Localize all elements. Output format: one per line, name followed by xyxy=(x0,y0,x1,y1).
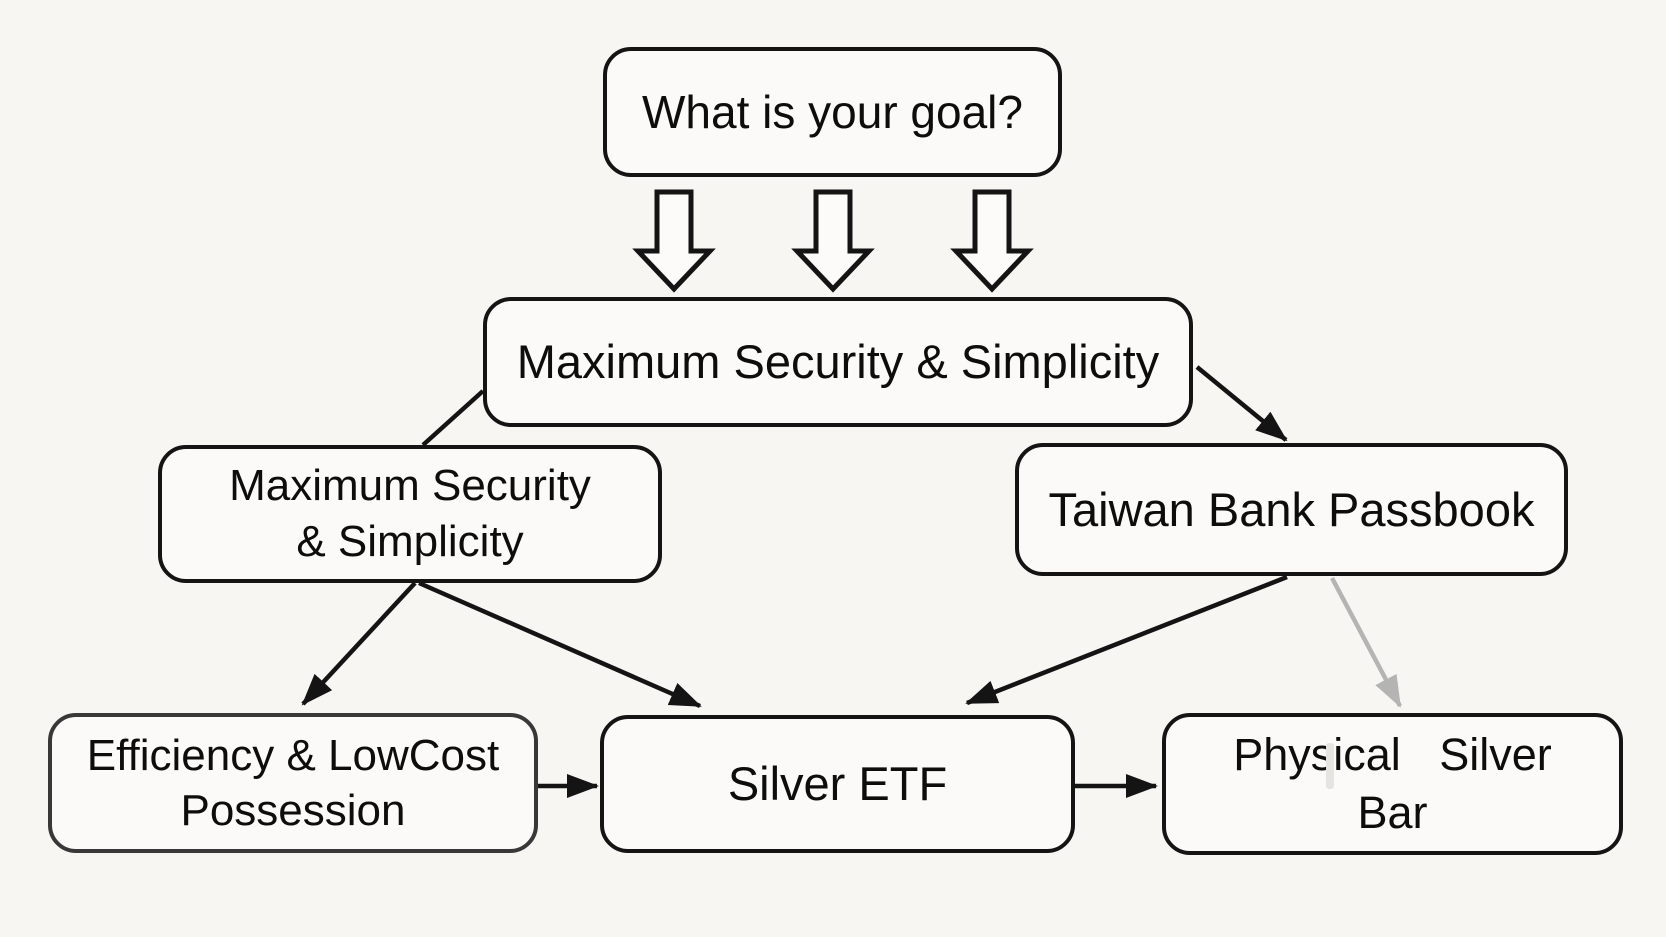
node-label-line1: Efficiency & LowCost xyxy=(86,730,500,780)
node-label: What is your goal? xyxy=(642,85,1023,138)
edge-main-to-left xyxy=(421,389,485,447)
node-label: Taiwan Bank Passbook xyxy=(1048,482,1535,536)
node-efficiency-lowcost-possession: Efficiency & LowCost Possession xyxy=(48,713,538,853)
node-label: Silver ETF xyxy=(727,757,948,811)
node-label: Maximum Security & Simplicity xyxy=(516,335,1160,389)
node-label-line2: & Simplicity xyxy=(296,517,524,566)
block-arrow-down-icon xyxy=(632,189,716,293)
goal-flow-block-arrows xyxy=(632,189,1034,293)
node-label-line2: Possession xyxy=(180,786,406,835)
edge-taiwan-to-silveretf xyxy=(965,574,1288,706)
edge-main-to-taiwan xyxy=(1195,365,1288,442)
node-maximum-security-simplicity-left: Maximum Security & Simplicity xyxy=(158,445,662,583)
node-maximum-security-simplicity-main: Maximum Security & Simplicity xyxy=(483,297,1193,427)
edge-left-to-silveretf xyxy=(418,580,702,709)
edge-left-to-efficiency xyxy=(301,581,417,706)
node-taiwan-bank-passbook: Taiwan Bank Passbook xyxy=(1015,443,1568,576)
node-physical-silver-bar: Physical Silver Bar xyxy=(1162,713,1623,855)
block-arrow-down-icon xyxy=(950,189,1034,293)
ghost-artifact xyxy=(1326,743,1334,789)
node-label-line1: Physical Silver xyxy=(1233,728,1552,780)
edge-taiwan-to-physical-faded xyxy=(1330,576,1402,708)
block-arrow-down-icon xyxy=(791,189,875,293)
node-label-line1: Maximum Security xyxy=(229,460,591,510)
node-label-line2: Bar xyxy=(1357,787,1428,838)
node-silver-etf: Silver ETF xyxy=(600,715,1075,853)
node-what-is-your-goal: What is your goal? xyxy=(603,47,1062,177)
